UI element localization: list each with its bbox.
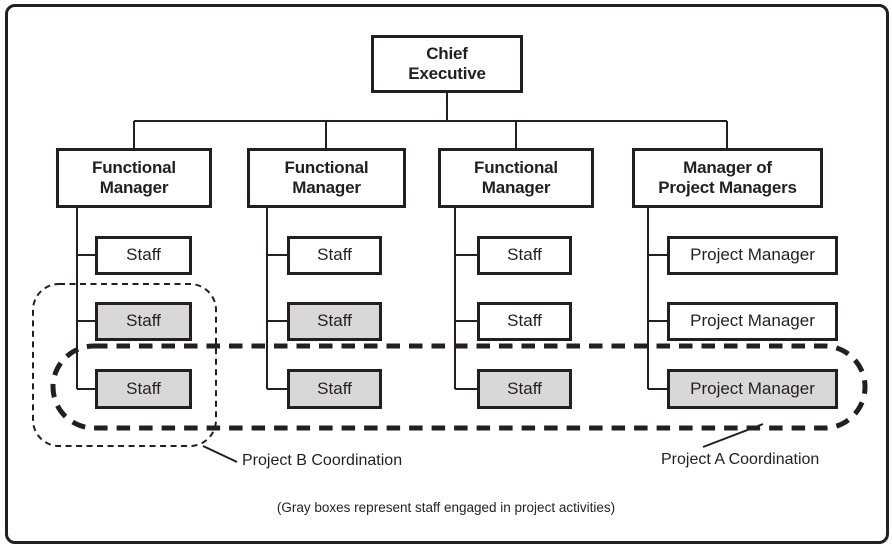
column1-staff-1-box: Staff xyxy=(95,236,192,275)
column3-staff-2-box: Staff xyxy=(477,302,572,341)
column3-staff-3-box: Staff xyxy=(477,369,572,409)
column1-staff-3-box: Staff xyxy=(95,369,192,409)
column4-project-manager-1-box: Project Manager xyxy=(667,236,838,275)
project-a-coordination-label: Project A Coordination xyxy=(661,451,820,468)
column4-project-manager-3-box: Project Manager xyxy=(667,369,838,409)
column2-staff-1-box: Staff xyxy=(287,236,382,275)
functional-manager-1-box: Functional Manager xyxy=(56,148,212,208)
project-b-coordination-label: Project B Coordination xyxy=(242,452,403,469)
project-b-dashed-region xyxy=(32,283,217,447)
project-b-leader-line xyxy=(202,445,238,463)
column2-staff-2-box: Staff xyxy=(287,302,382,341)
functional-manager-2-box: Functional Manager xyxy=(247,148,406,208)
column1-staff-2-box: Staff xyxy=(95,302,192,341)
project-a-dashed-region xyxy=(50,343,868,431)
column4-project-manager-2-box: Project Manager xyxy=(667,302,838,341)
chief-executive-box: Chief Executive xyxy=(371,35,523,93)
manager-of-project-managers-box: Manager of Project Managers xyxy=(632,148,823,208)
gray-boxes-caption: (Gray boxes represent staff engaged in p… xyxy=(276,500,616,515)
column3-staff-1-box: Staff xyxy=(477,236,572,275)
column2-staff-3-box: Staff xyxy=(287,369,382,409)
functional-manager-3-box: Functional Manager xyxy=(438,148,594,208)
project-a-leader-line xyxy=(702,423,764,448)
outer-border xyxy=(5,4,889,544)
